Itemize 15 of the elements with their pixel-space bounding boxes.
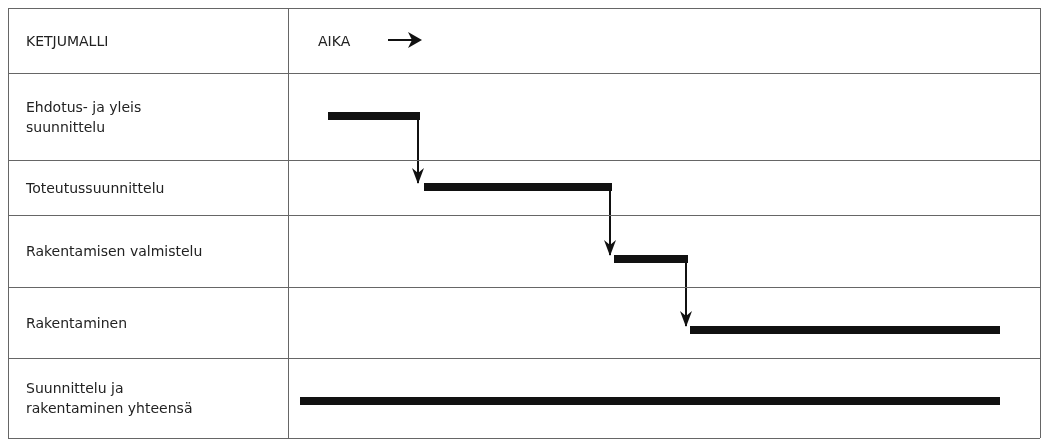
column-header: KETJUMALLI — [26, 31, 109, 51]
column-header: AIKA — [318, 31, 351, 51]
timeline-bar — [424, 183, 612, 191]
timeline-bar — [300, 397, 1000, 405]
arrow — [412, 119, 424, 184]
arrow — [604, 190, 616, 256]
timeline-bar — [614, 255, 688, 263]
row-label: Ehdotus- ja yleis suunnittelu — [26, 97, 143, 137]
timeline-bar — [328, 112, 420, 120]
arrow — [680, 262, 692, 327]
row-label: Suunnittelu ja rakentaminen yhteensä — [26, 379, 194, 418]
row-label: Rakentamisen valmistelu — [26, 242, 203, 261]
row-label: Toteutussuunnittelu — [26, 178, 165, 198]
row-label: Rakentaminen — [26, 313, 128, 333]
timeline-bar — [690, 326, 1000, 334]
